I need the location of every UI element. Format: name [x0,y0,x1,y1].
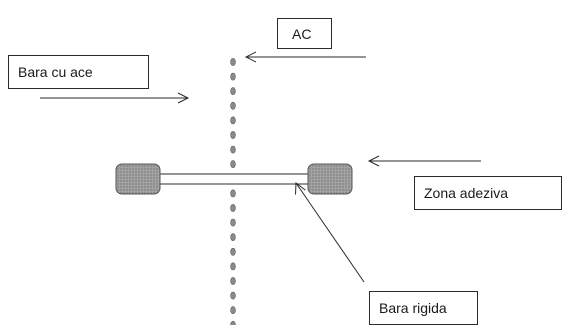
label-rigid-bar: Bara rigida [369,291,478,325]
needle-17 [230,291,236,300]
needle-3 [230,87,236,96]
needle-bar-arrowhead [177,92,190,104]
needle-15 [230,262,236,271]
needle-4 [230,101,236,110]
label-adhesive-zone: Zona adeziva [414,176,562,210]
needle-1 [230,58,236,66]
needle-14 [230,247,236,256]
needle-column [230,58,236,325]
needle-19 [230,320,236,325]
needle-12 [230,218,236,227]
needle-6 [230,131,236,139]
needle-2 [230,72,236,81]
label-ac: AC [277,18,332,49]
needle-18 [230,306,236,315]
needle-8 [230,160,236,169]
needle-7 [230,145,236,154]
needle-5 [230,116,236,125]
label-needle-bar: Bara cu ace [8,55,149,89]
adhesive-zone-right [307,163,353,195]
rigid-bar-arrowhead [295,182,306,195]
rigid-bar-arrow-line [295,182,365,283]
adhesive-zone-arrowhead [367,155,380,167]
needle-13 [230,233,236,242]
needle-10 [230,189,236,198]
ac-arrowhead [244,51,257,63]
rigid-bar [158,173,310,185]
adhesive-zone-left [115,163,161,195]
needle-16 [230,277,236,285]
needle-11 [230,204,236,212]
